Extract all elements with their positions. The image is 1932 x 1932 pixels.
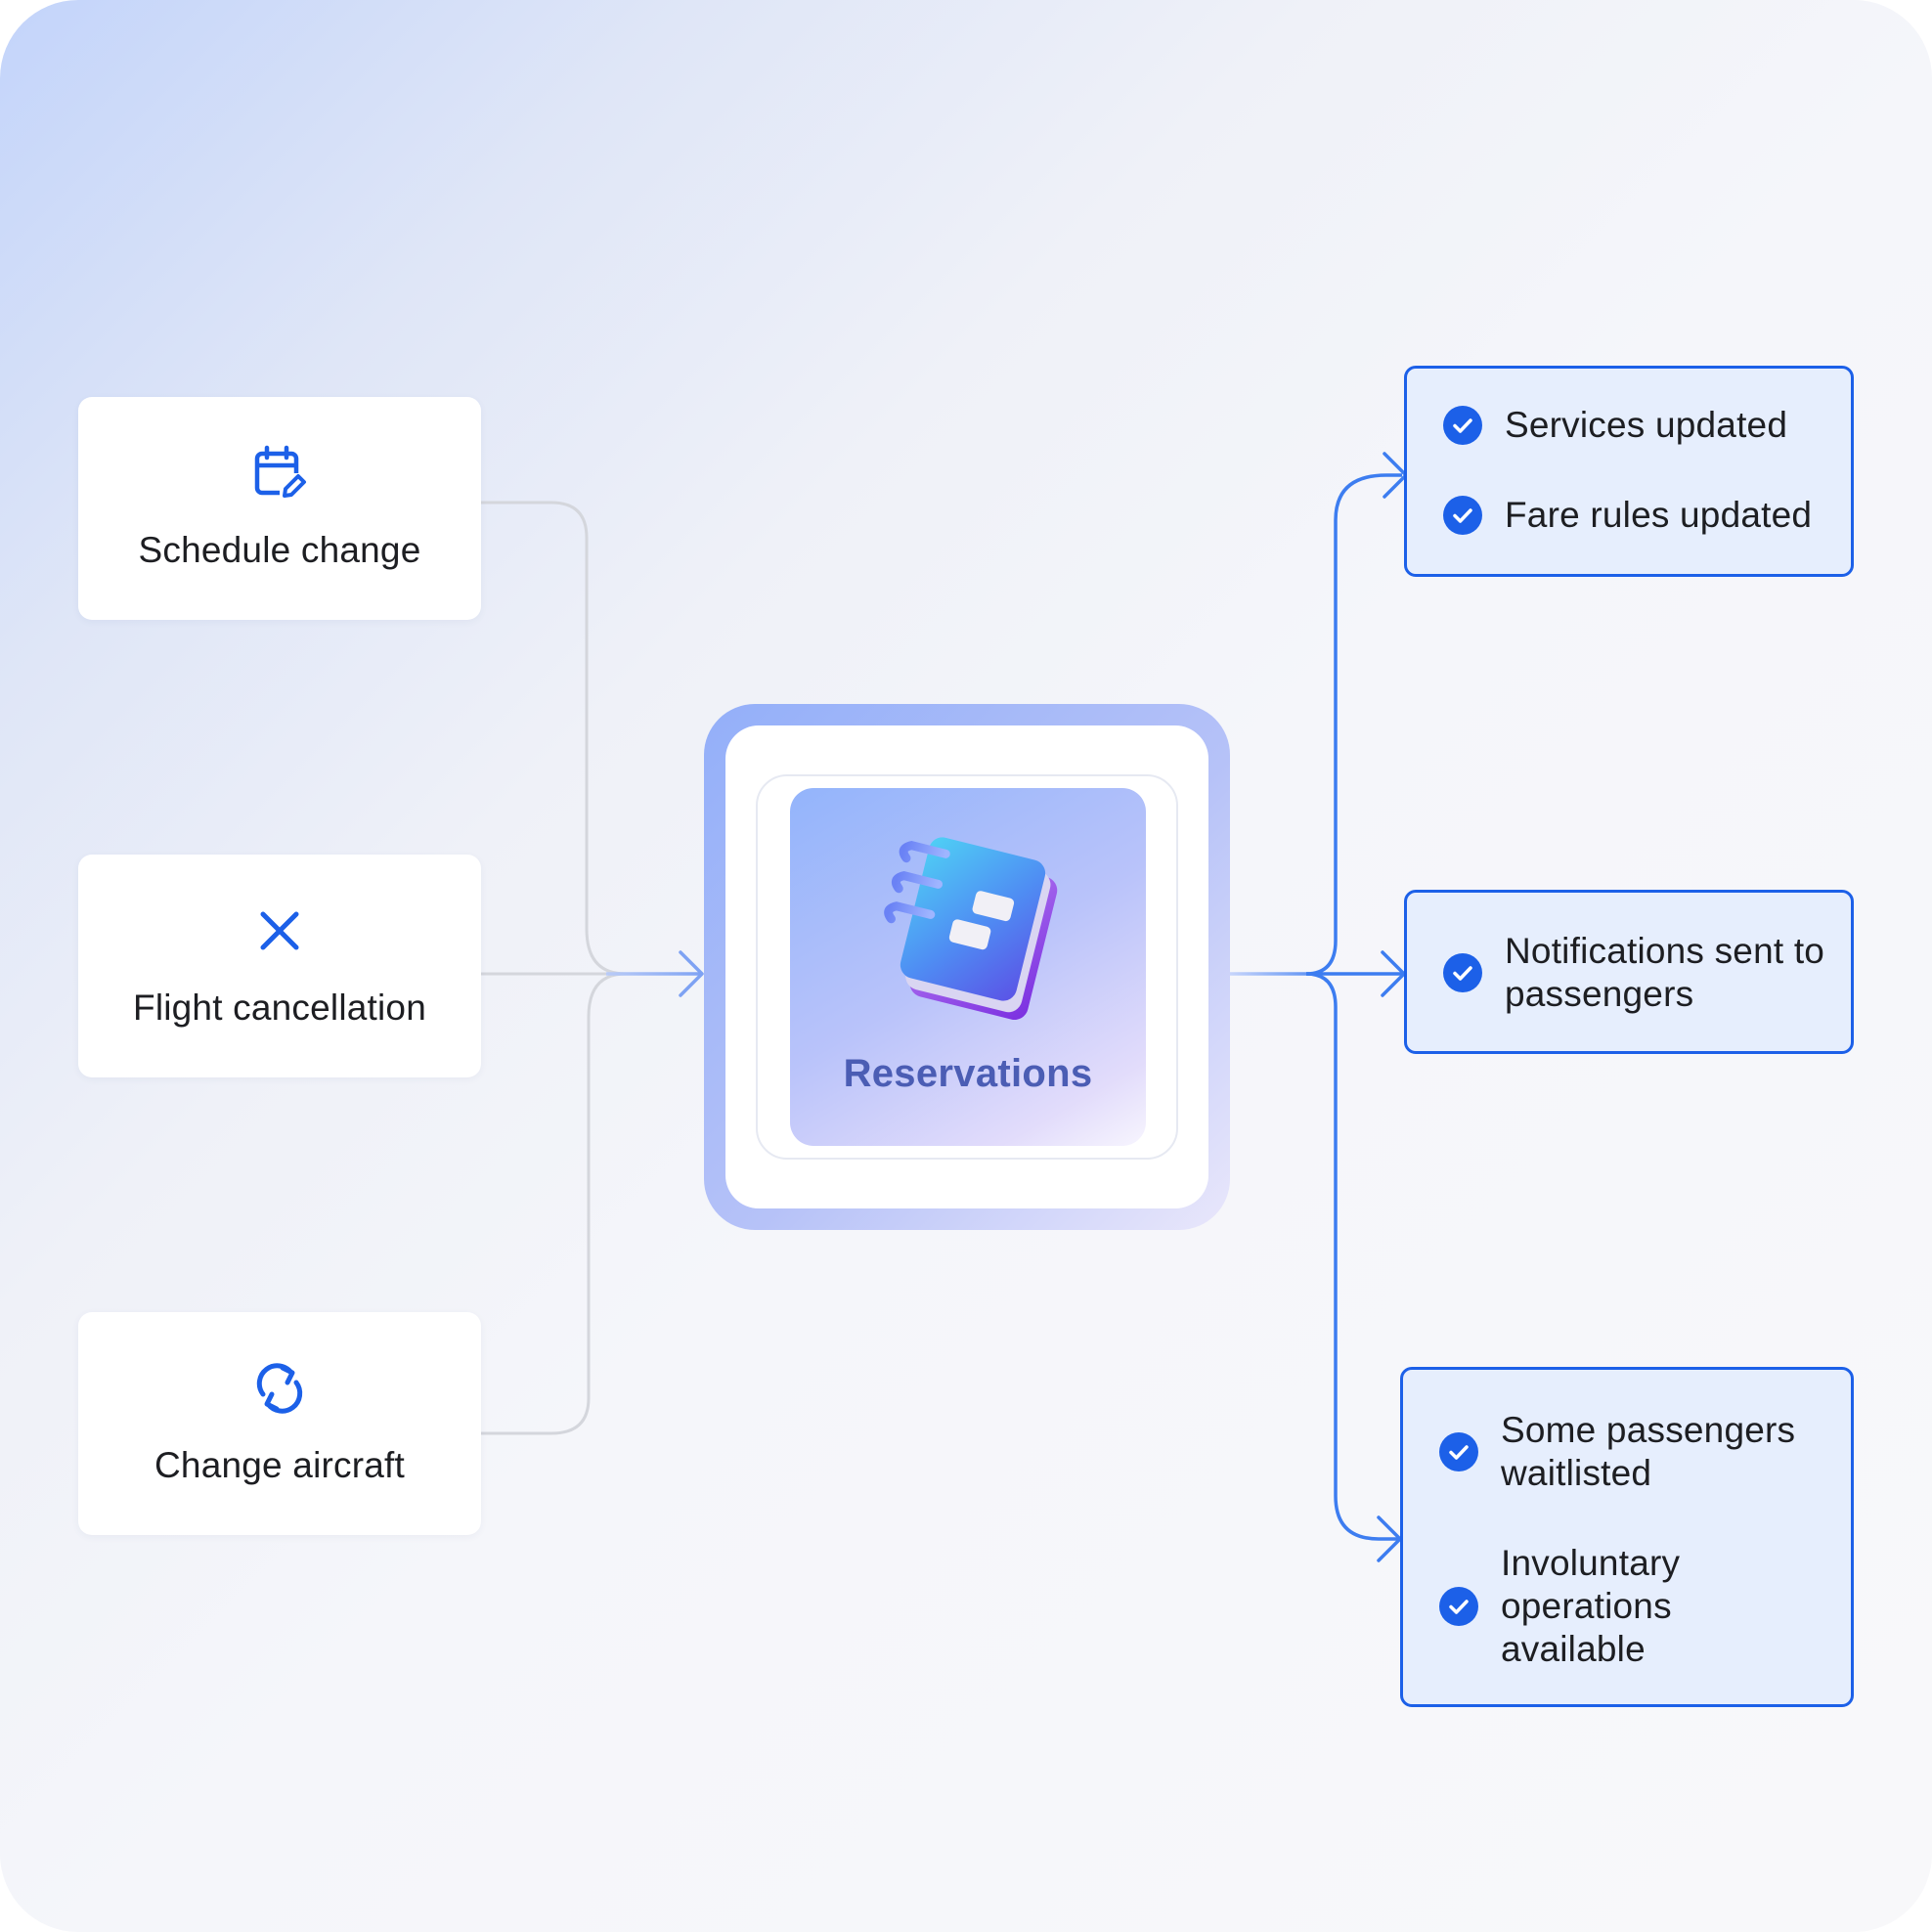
trigger-card-schedule-change: Schedule change [78,397,481,620]
hub-tile: Reservations [790,788,1146,1146]
check-item-text: Involuntary operations available [1501,1543,1681,1669]
check-item: Involuntary operations available [1438,1542,1831,1671]
trigger-card-flight-cancellation: Flight cancellation [78,855,481,1077]
check-item: Services updated [1442,404,1831,447]
result-card-passengers: Some passengers waitlisted Involuntary o… [1400,1367,1854,1707]
check-circle-icon [1443,406,1482,445]
result-card-services: Services updated Fare rules updated [1404,366,1854,577]
notebook-3d-icon [874,829,1070,1025]
trigger-label: Flight cancellation [133,988,426,1028]
check-item-text: Fare rules updated [1505,495,1813,535]
result-card-notifications: Notifications sent to passengers [1404,890,1854,1054]
check-item-text: Services updated [1505,405,1788,445]
check-circle-icon [1439,1587,1478,1626]
check-circle-icon [1443,953,1482,992]
arrowhead-into-hub [679,950,704,997]
trigger-label: Change aircraft [154,1445,405,1485]
trigger-label: Schedule change [138,530,421,570]
check-item: Fare rules updated [1442,494,1831,537]
check-circle-icon [1439,1432,1478,1471]
check-item: Notifications sent to passengers [1442,930,1831,1016]
refresh-cycle-icon [250,1359,309,1418]
check-item-text: Some passengers waitlisted [1501,1410,1796,1493]
calendar-edit-icon [250,444,309,503]
check-item: Some passengers waitlisted [1438,1409,1831,1495]
connector-to-result-3 [1305,972,1398,1541]
hub-label: Reservations [843,1052,1093,1095]
check-item-text: Notifications sent to passengers [1505,931,1825,1014]
close-x-icon [250,901,309,960]
connector-schedule-change [481,501,627,976]
check-circle-icon [1443,496,1482,535]
connector-to-result-1 [1305,473,1402,976]
trigger-card-change-aircraft: Change aircraft [78,1312,481,1535]
connector-change-aircraft [481,972,627,1435]
